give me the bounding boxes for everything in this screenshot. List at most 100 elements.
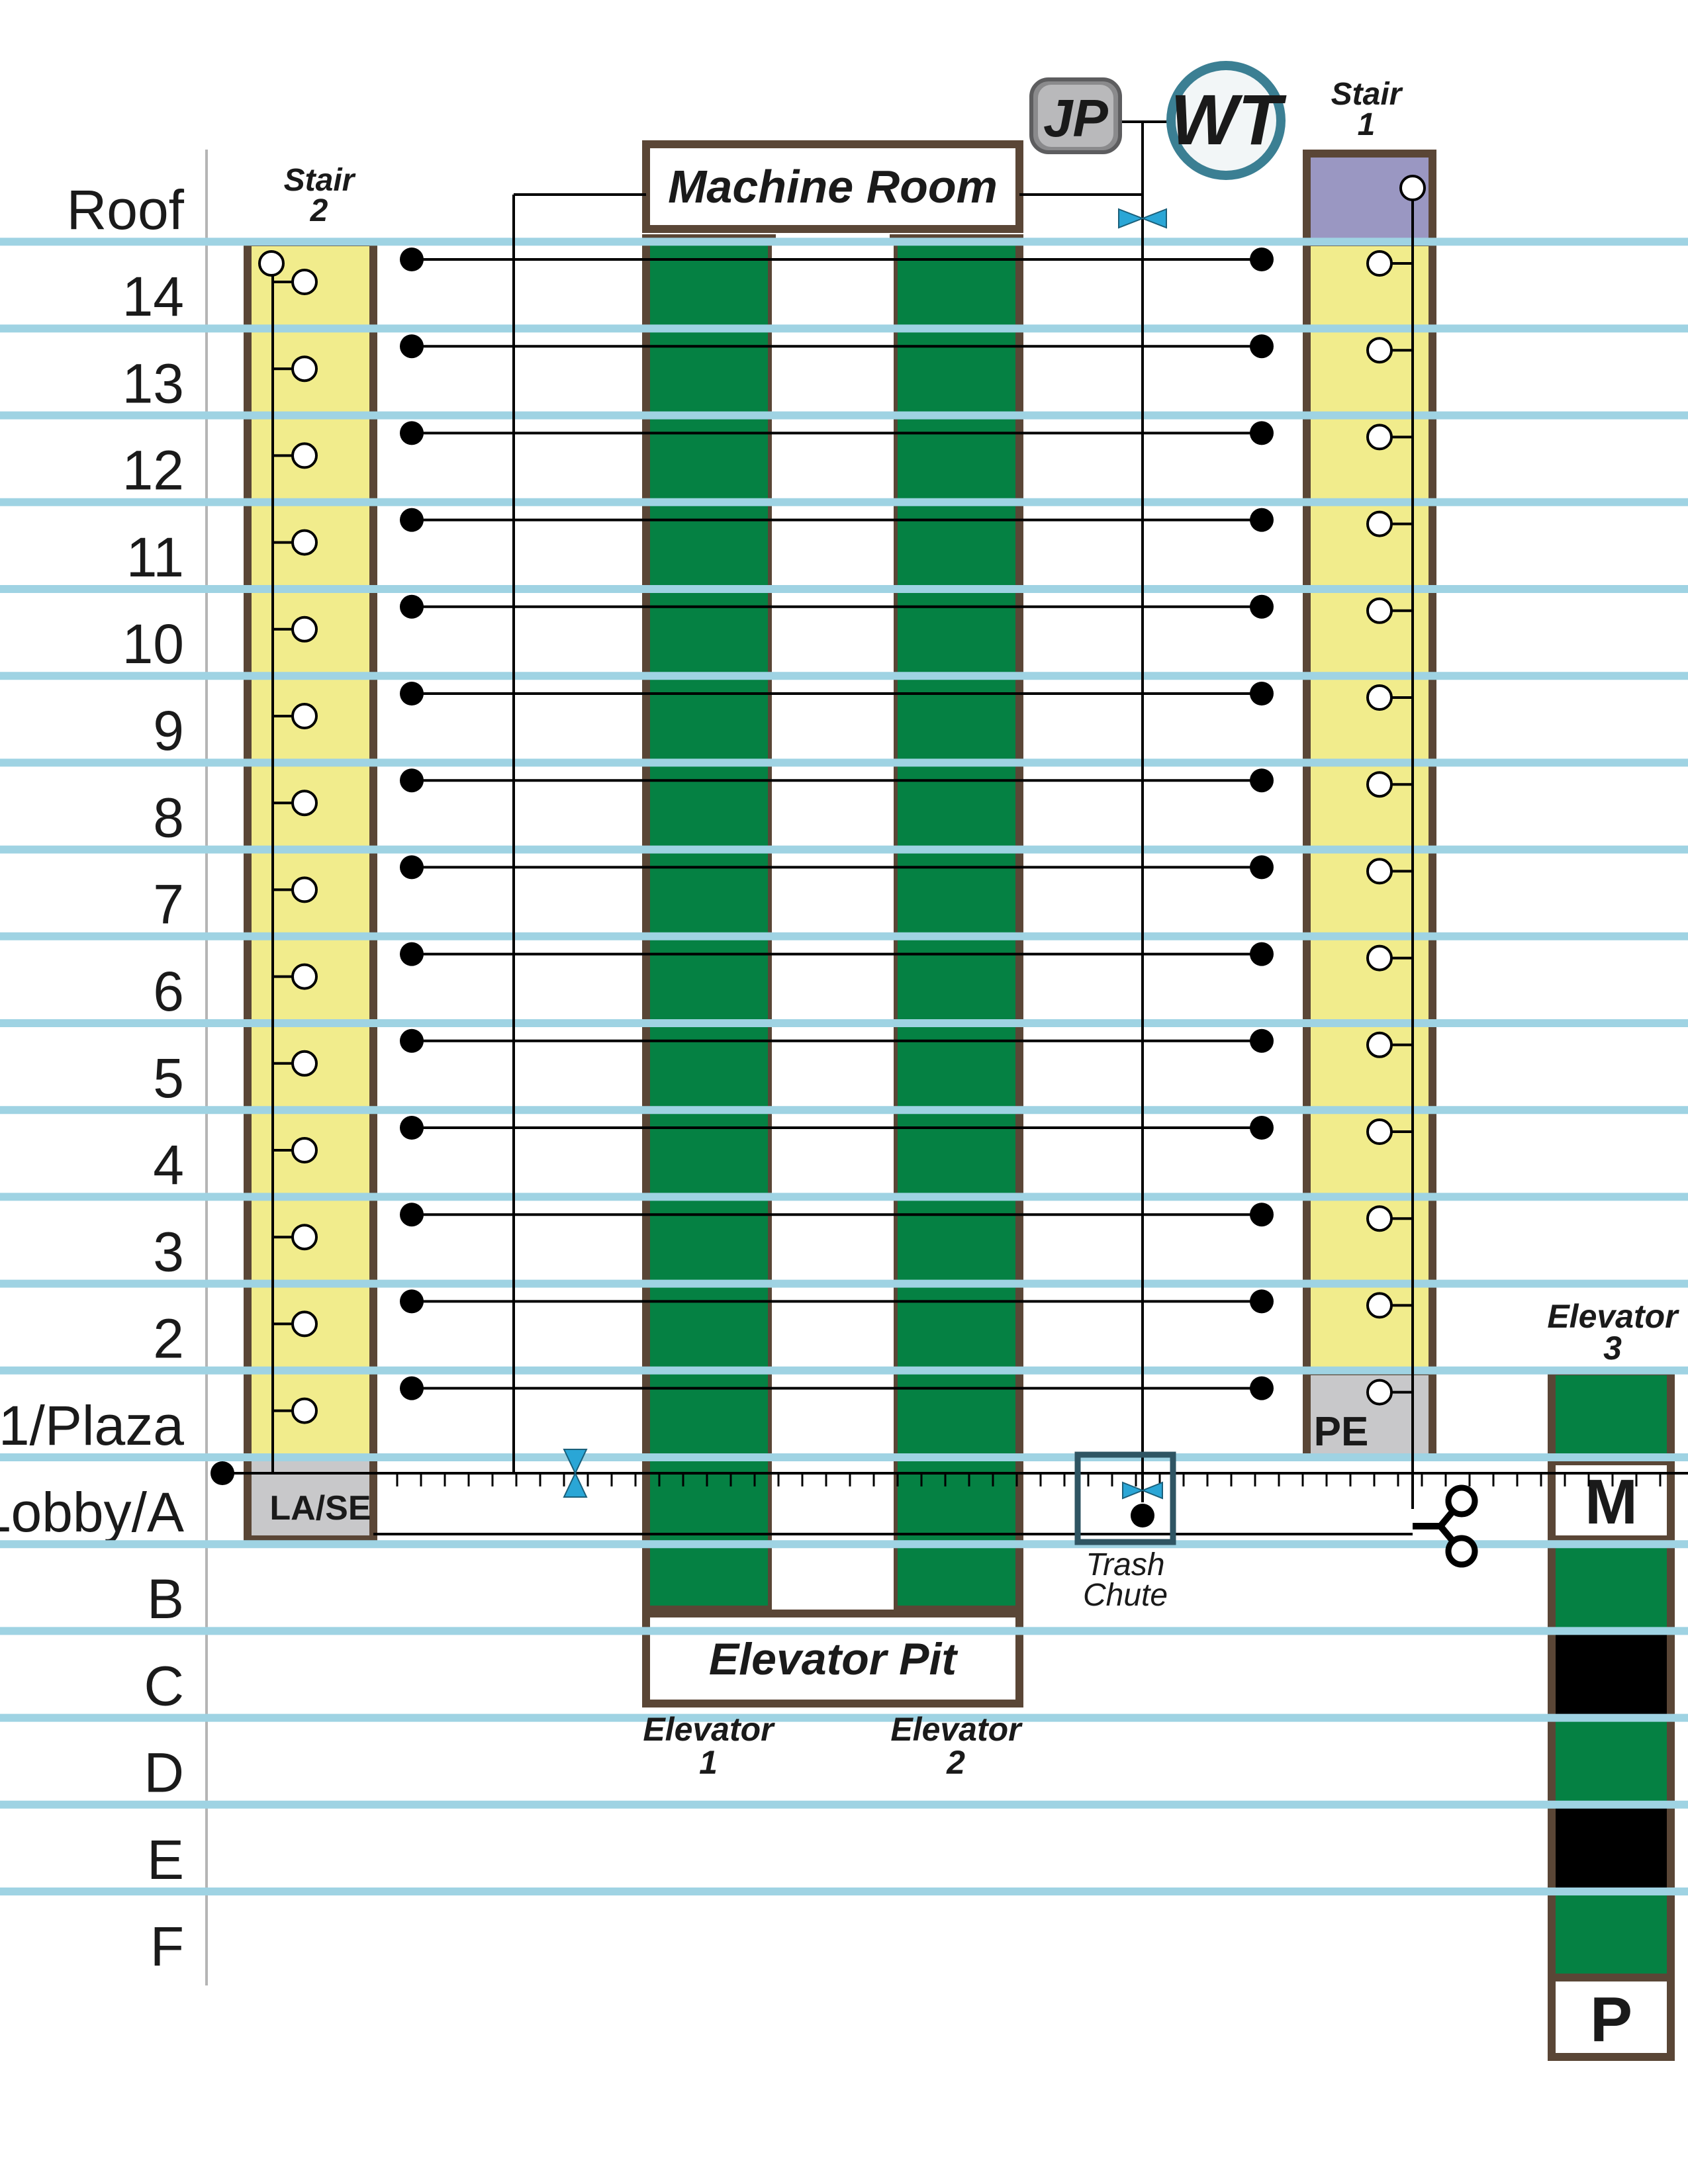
elevator-1-shaft [642, 234, 776, 1614]
elevator-1-title-line2: 1 [699, 1744, 718, 1781]
elevator-2-shaft [890, 234, 1023, 1614]
hose-connection-dot [1250, 1376, 1274, 1400]
hose-connection-dot [400, 1376, 424, 1400]
hose-connection-dot [1250, 768, 1274, 793]
hose-connection-dot [1250, 1116, 1274, 1140]
jp-label: JP [1043, 89, 1108, 148]
floor-label-e: E [147, 1829, 184, 1891]
hose-outlet-icon [291, 790, 318, 817]
machine-room-label: Machine Room [668, 161, 998, 212]
machine-room: Machine Room [642, 140, 1023, 233]
stair-2-title-line2: 2 [310, 193, 328, 228]
floor-label-5: 5 [153, 1047, 184, 1109]
hose-connection-dot [1250, 248, 1274, 271]
hose-connection-dot [1250, 1203, 1274, 1227]
hose-outlet-icon [1366, 424, 1393, 451]
branch-lines [412, 258, 1262, 1390]
floor-labels: Roof1413121110987654321/PlazaLobby/ABCDE… [0, 179, 185, 1978]
hose-outlet-icon [291, 529, 318, 556]
stair-1-title-line1: Stair [1331, 77, 1403, 112]
hose-outlet-icon [1366, 944, 1393, 972]
elevator-3-title-line2: 3 [1603, 1330, 1622, 1367]
hose-outlet-icon [1366, 1379, 1393, 1406]
hose-connection-dot [400, 508, 424, 532]
hose-outlet-icon [1366, 1031, 1393, 1058]
hose-outlet-icon [291, 1224, 318, 1251]
hose-connection-dot [400, 334, 424, 359]
floor-lines [0, 238, 1688, 1895]
pe-label: PE [1314, 1409, 1369, 1455]
floor-label-4: 4 [153, 1134, 184, 1196]
floor-label-2: 2 [153, 1308, 184, 1370]
fire-department-connection-icon [1413, 1484, 1478, 1568]
floor-label-c: C [144, 1655, 184, 1717]
hose-connection-dot [400, 594, 424, 619]
hose-outlet-icon [291, 876, 318, 903]
elevator-pit-label: Elevator Pit [709, 1634, 958, 1684]
hose-connection-dots [400, 248, 1274, 1400]
hose-connection-dot [400, 1289, 424, 1314]
lobby-main-header [211, 1461, 1688, 1535]
hose-connection-dot [1250, 855, 1274, 880]
hose-outlet-icon [291, 1397, 318, 1424]
elevator-1-title-line1: Elevator [643, 1711, 775, 1748]
hose-connection-dot [400, 855, 424, 880]
hose-outlet-icon [1366, 1118, 1393, 1145]
hose-outlet-icon [1399, 175, 1426, 201]
stair-1-outlets [1366, 175, 1426, 1406]
elevator-3-black-floor-e [1556, 1803, 1667, 1889]
hose-outlet-icon [1366, 1292, 1393, 1319]
elevator-core-divider [772, 238, 894, 1610]
floor-label-lobby-a: Lobby/A [0, 1481, 184, 1543]
lase-label: LA/SE [269, 1489, 371, 1527]
hose-outlet-icon [1366, 858, 1393, 885]
floor-label-d: D [144, 1742, 184, 1804]
floor-label-14: 14 [122, 265, 184, 328]
bowtie-valve-icon [563, 1449, 588, 1498]
hose-connection-dot [400, 421, 424, 445]
hose-outlet-icon [291, 615, 318, 643]
hose-outlet-icon [291, 703, 318, 729]
hose-connection-dot [1250, 334, 1274, 359]
hose-connection-dot [1250, 1028, 1274, 1053]
floor-label-b: B [147, 1568, 184, 1630]
hose-outlet-icon [1366, 597, 1393, 624]
elevator-2-title-line1: Elevator [890, 1711, 1023, 1748]
hose-connection-dot [1250, 594, 1274, 619]
hose-outlet-icon [258, 250, 285, 277]
hose-outlet-icon [291, 963, 318, 990]
hose-outlet-icon [1366, 771, 1393, 798]
hose-connection-dot [1250, 1289, 1274, 1314]
hose-outlet-icon [291, 269, 318, 295]
hose-outlet-icon [1366, 510, 1393, 537]
stair-2-outlets [258, 250, 318, 1424]
wt-label: WT [1170, 79, 1287, 159]
hose-connection-dot [400, 248, 424, 271]
elevator-3-title-line1: Elevator [1547, 1298, 1679, 1335]
hose-connection-dot [400, 768, 424, 793]
bowtie-valve-icon [1118, 208, 1167, 229]
hose-connection-dot [400, 1116, 424, 1140]
elevator-3-m-label: M [1585, 1467, 1638, 1537]
hose-connection-dot [1250, 508, 1274, 532]
trash-chute: Trash Chute [1074, 1451, 1176, 1613]
hose-outlet-icon [291, 1310, 318, 1338]
hose-outlet-icon [291, 1137, 318, 1163]
hose-outlet-icon [1366, 250, 1393, 277]
floor-label-1-plaza: 1/Plaza [0, 1394, 184, 1457]
hose-connection-dot [400, 942, 424, 966]
elevator-2-title-line2: 2 [946, 1744, 965, 1781]
floor-label-3: 3 [153, 1220, 184, 1283]
hose-connection-dot [1250, 682, 1274, 705]
hose-outlet-icon [1366, 1205, 1393, 1232]
floor-label-12: 12 [122, 439, 184, 502]
trash-chute-label-2: Chute [1083, 1578, 1168, 1613]
stair-1-title-line2: 1 [1358, 107, 1376, 142]
floor-label-10: 10 [122, 613, 184, 675]
floor-label-roof: Roof [67, 179, 185, 241]
water-tank-circle: WT [1166, 61, 1287, 180]
hose-outlet-icon [291, 355, 318, 383]
hose-outlet-icon [291, 442, 318, 469]
hose-outlet-icon [1366, 337, 1393, 364]
